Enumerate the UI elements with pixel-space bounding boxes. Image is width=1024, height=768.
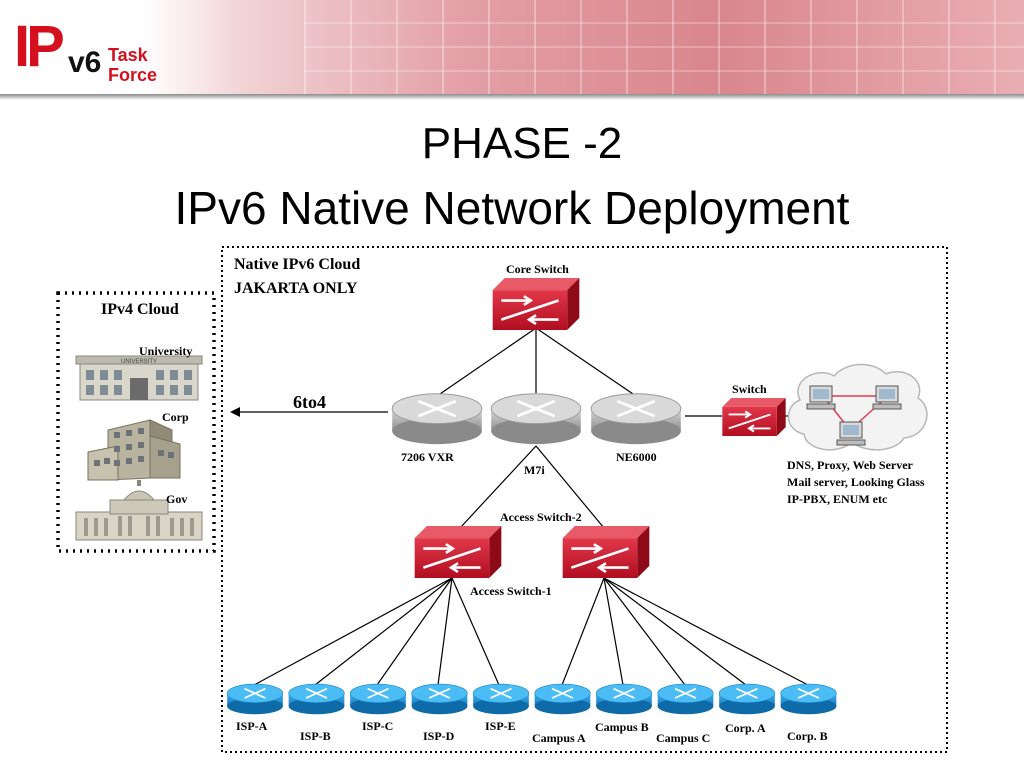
edge-label-isp-b: ISP-B xyxy=(300,729,331,743)
university-building-icon: UNIVERSITY xyxy=(75,355,203,401)
logo-task-text: Task xyxy=(108,45,148,65)
router-7206-label: 7206 VXR xyxy=(401,450,454,464)
ipv4-cloud-boundary xyxy=(56,291,216,553)
header-divider xyxy=(0,94,1024,100)
edge-router-icon-corp-a xyxy=(718,683,776,716)
6to4-label: 6to4 xyxy=(293,392,326,412)
edge-router-icon-isp-e xyxy=(472,683,530,716)
router-ne6000-icon xyxy=(589,392,683,446)
ipv6-task-force-logo: IP v6 Task Force xyxy=(14,10,164,84)
access-switch-2-icon xyxy=(562,526,650,578)
edge-router-icon-campus-b xyxy=(595,683,653,716)
access-switch-1-label: Access Switch-1 xyxy=(470,584,552,598)
edge-routers xyxy=(226,683,838,716)
corp-building-icon xyxy=(87,419,181,481)
server-computer-icon xyxy=(806,385,836,410)
edge-label-campus-b: Campus B xyxy=(595,720,649,734)
ipv6-cloud-title: Native IPv6 Cloud xyxy=(234,256,361,273)
ipv6-cloud-subtitle: JAKARTA ONLY xyxy=(234,280,358,297)
server-cloud xyxy=(787,363,928,451)
header-band xyxy=(0,0,1024,96)
edge-label-corp-b: Corp. B xyxy=(787,729,828,743)
edge-router-icon-corp-b xyxy=(779,683,838,716)
servers-line-3: IP-PBX, ENUM etc xyxy=(787,492,888,506)
edge-label-isp-d: ISP-D xyxy=(423,729,455,743)
edge-router-icon-campus-c xyxy=(656,683,715,716)
arrowhead-icon xyxy=(230,407,240,417)
edge-label-isp-e: ISP-E xyxy=(485,719,516,733)
edge-router-icon-campus-a xyxy=(533,683,592,716)
server-computer-icon xyxy=(872,385,902,410)
access-switch-2-label: Access Switch-2 xyxy=(500,510,582,524)
slide-title-phase: PHASE -2 xyxy=(421,119,623,168)
ipv4-cloud-title: IPv4 Cloud xyxy=(101,301,179,318)
svg-text:UNIVERSITY: UNIVERSITY xyxy=(121,359,157,365)
corp-label: Corp xyxy=(162,410,189,424)
side-switch-label: Switch xyxy=(732,382,767,396)
header-pattern xyxy=(304,0,1024,96)
edge-label-campus-c: Campus C xyxy=(656,731,711,745)
edge-label-campus-a: Campus A xyxy=(532,731,586,745)
servers-line-1: DNS, Proxy, Web Server xyxy=(787,458,913,472)
edge-label-corp-a: Corp. A xyxy=(725,721,766,735)
core-switch-icon xyxy=(492,278,580,330)
edge-router-icon-isp-d xyxy=(410,683,469,716)
servers-line-2: Mail server, Looking Glass xyxy=(787,475,925,489)
slide-title-main: IPv6 Native Network Deployment xyxy=(174,182,850,234)
router-7206-icon xyxy=(390,392,484,446)
logo-v6-text: v6 xyxy=(68,46,102,79)
edge-router-icon-isp-b xyxy=(287,683,346,716)
edge-router-icon-isp-a xyxy=(226,683,284,716)
edge-label-isp-a: ISP-A xyxy=(236,719,268,733)
side-switch-icon xyxy=(722,398,786,436)
router-m7i-label: M7i xyxy=(524,463,545,477)
router-ne6000-label: NE6000 xyxy=(616,450,657,464)
server-computer-icon xyxy=(836,421,866,446)
links xyxy=(253,327,809,686)
logo-force-text: Force xyxy=(108,65,158,85)
gov-label: Gov xyxy=(166,492,188,506)
gov-building-icon xyxy=(75,480,203,541)
logo-ip-text: IP xyxy=(14,14,65,79)
core-switch-label: Core Switch xyxy=(506,262,569,276)
university-label: University xyxy=(139,344,193,358)
edge-label-isp-c: ISP-C xyxy=(362,719,394,733)
router-m7i-icon xyxy=(489,392,583,446)
access-switch-1-icon xyxy=(414,526,502,578)
edge-router-icon-isp-c xyxy=(349,683,407,716)
